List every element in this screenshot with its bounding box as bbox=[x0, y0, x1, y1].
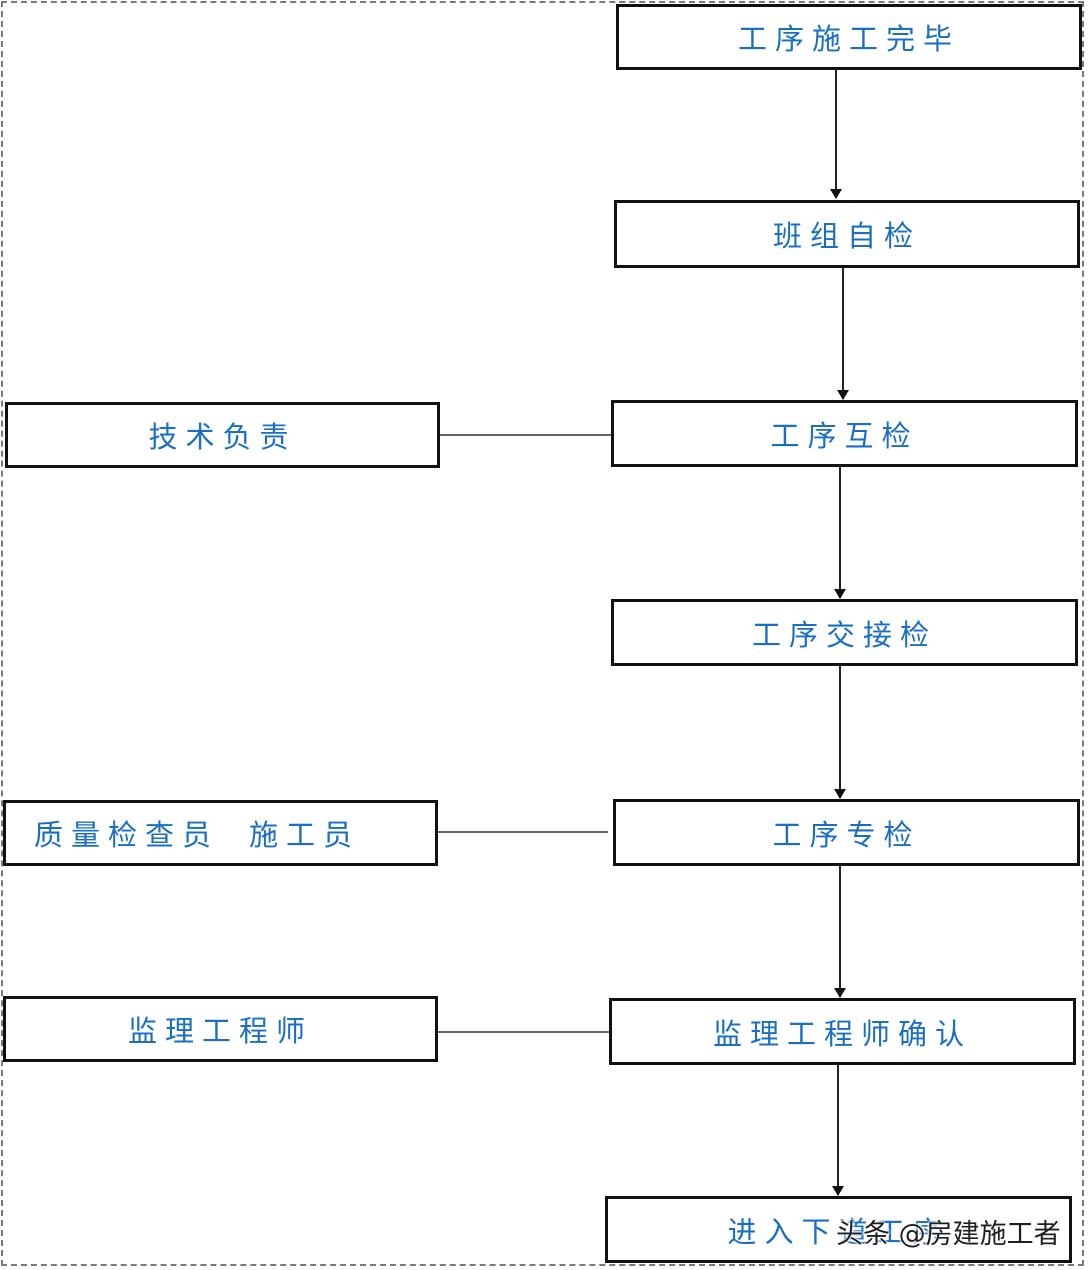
watermark: 头条 @房建施工者 bbox=[836, 1219, 1061, 1250]
step-mutual-check: 工序互检 bbox=[611, 400, 1078, 467]
step-supervisor-confirm: 监理工程师确认 bbox=[609, 998, 1076, 1065]
step-handover-check: 工序交接检 bbox=[611, 599, 1078, 666]
side-tech-lead: 技术负责 bbox=[5, 402, 440, 468]
step-process-complete-label: 工序施工完毕 bbox=[737, 22, 960, 56]
step-handover-check-label: 工序交接检 bbox=[751, 617, 937, 652]
side-tech-lead-label: 技术负责 bbox=[148, 420, 297, 454]
side-supervisor: 监理工程师 bbox=[3, 996, 438, 1062]
step-team-self-check-label: 班组自检 bbox=[772, 219, 921, 253]
side-construction-worker-label: 施工员 bbox=[249, 818, 361, 852]
step-next-process: 进入下道工序 bbox=[605, 1196, 1072, 1263]
step-special-check-label: 工序专检 bbox=[772, 817, 921, 852]
side-quality-inspectors: 质量检查员 施工员 bbox=[3, 800, 438, 866]
step-team-self-check: 班组自检 bbox=[614, 200, 1080, 268]
side-quality-inspector-label: 质量检查员 bbox=[34, 818, 220, 852]
side-supervisor-label: 监理工程师 bbox=[127, 1014, 313, 1048]
step-next-process-label: 进入下道工序 bbox=[727, 1214, 950, 1249]
step-special-check: 工序专检 bbox=[613, 799, 1080, 866]
step-mutual-check-label: 工序互检 bbox=[770, 418, 919, 453]
step-process-complete: 工序施工完毕 bbox=[616, 4, 1082, 70]
step-supervisor-confirm-label: 监理工程师确认 bbox=[712, 1016, 972, 1051]
